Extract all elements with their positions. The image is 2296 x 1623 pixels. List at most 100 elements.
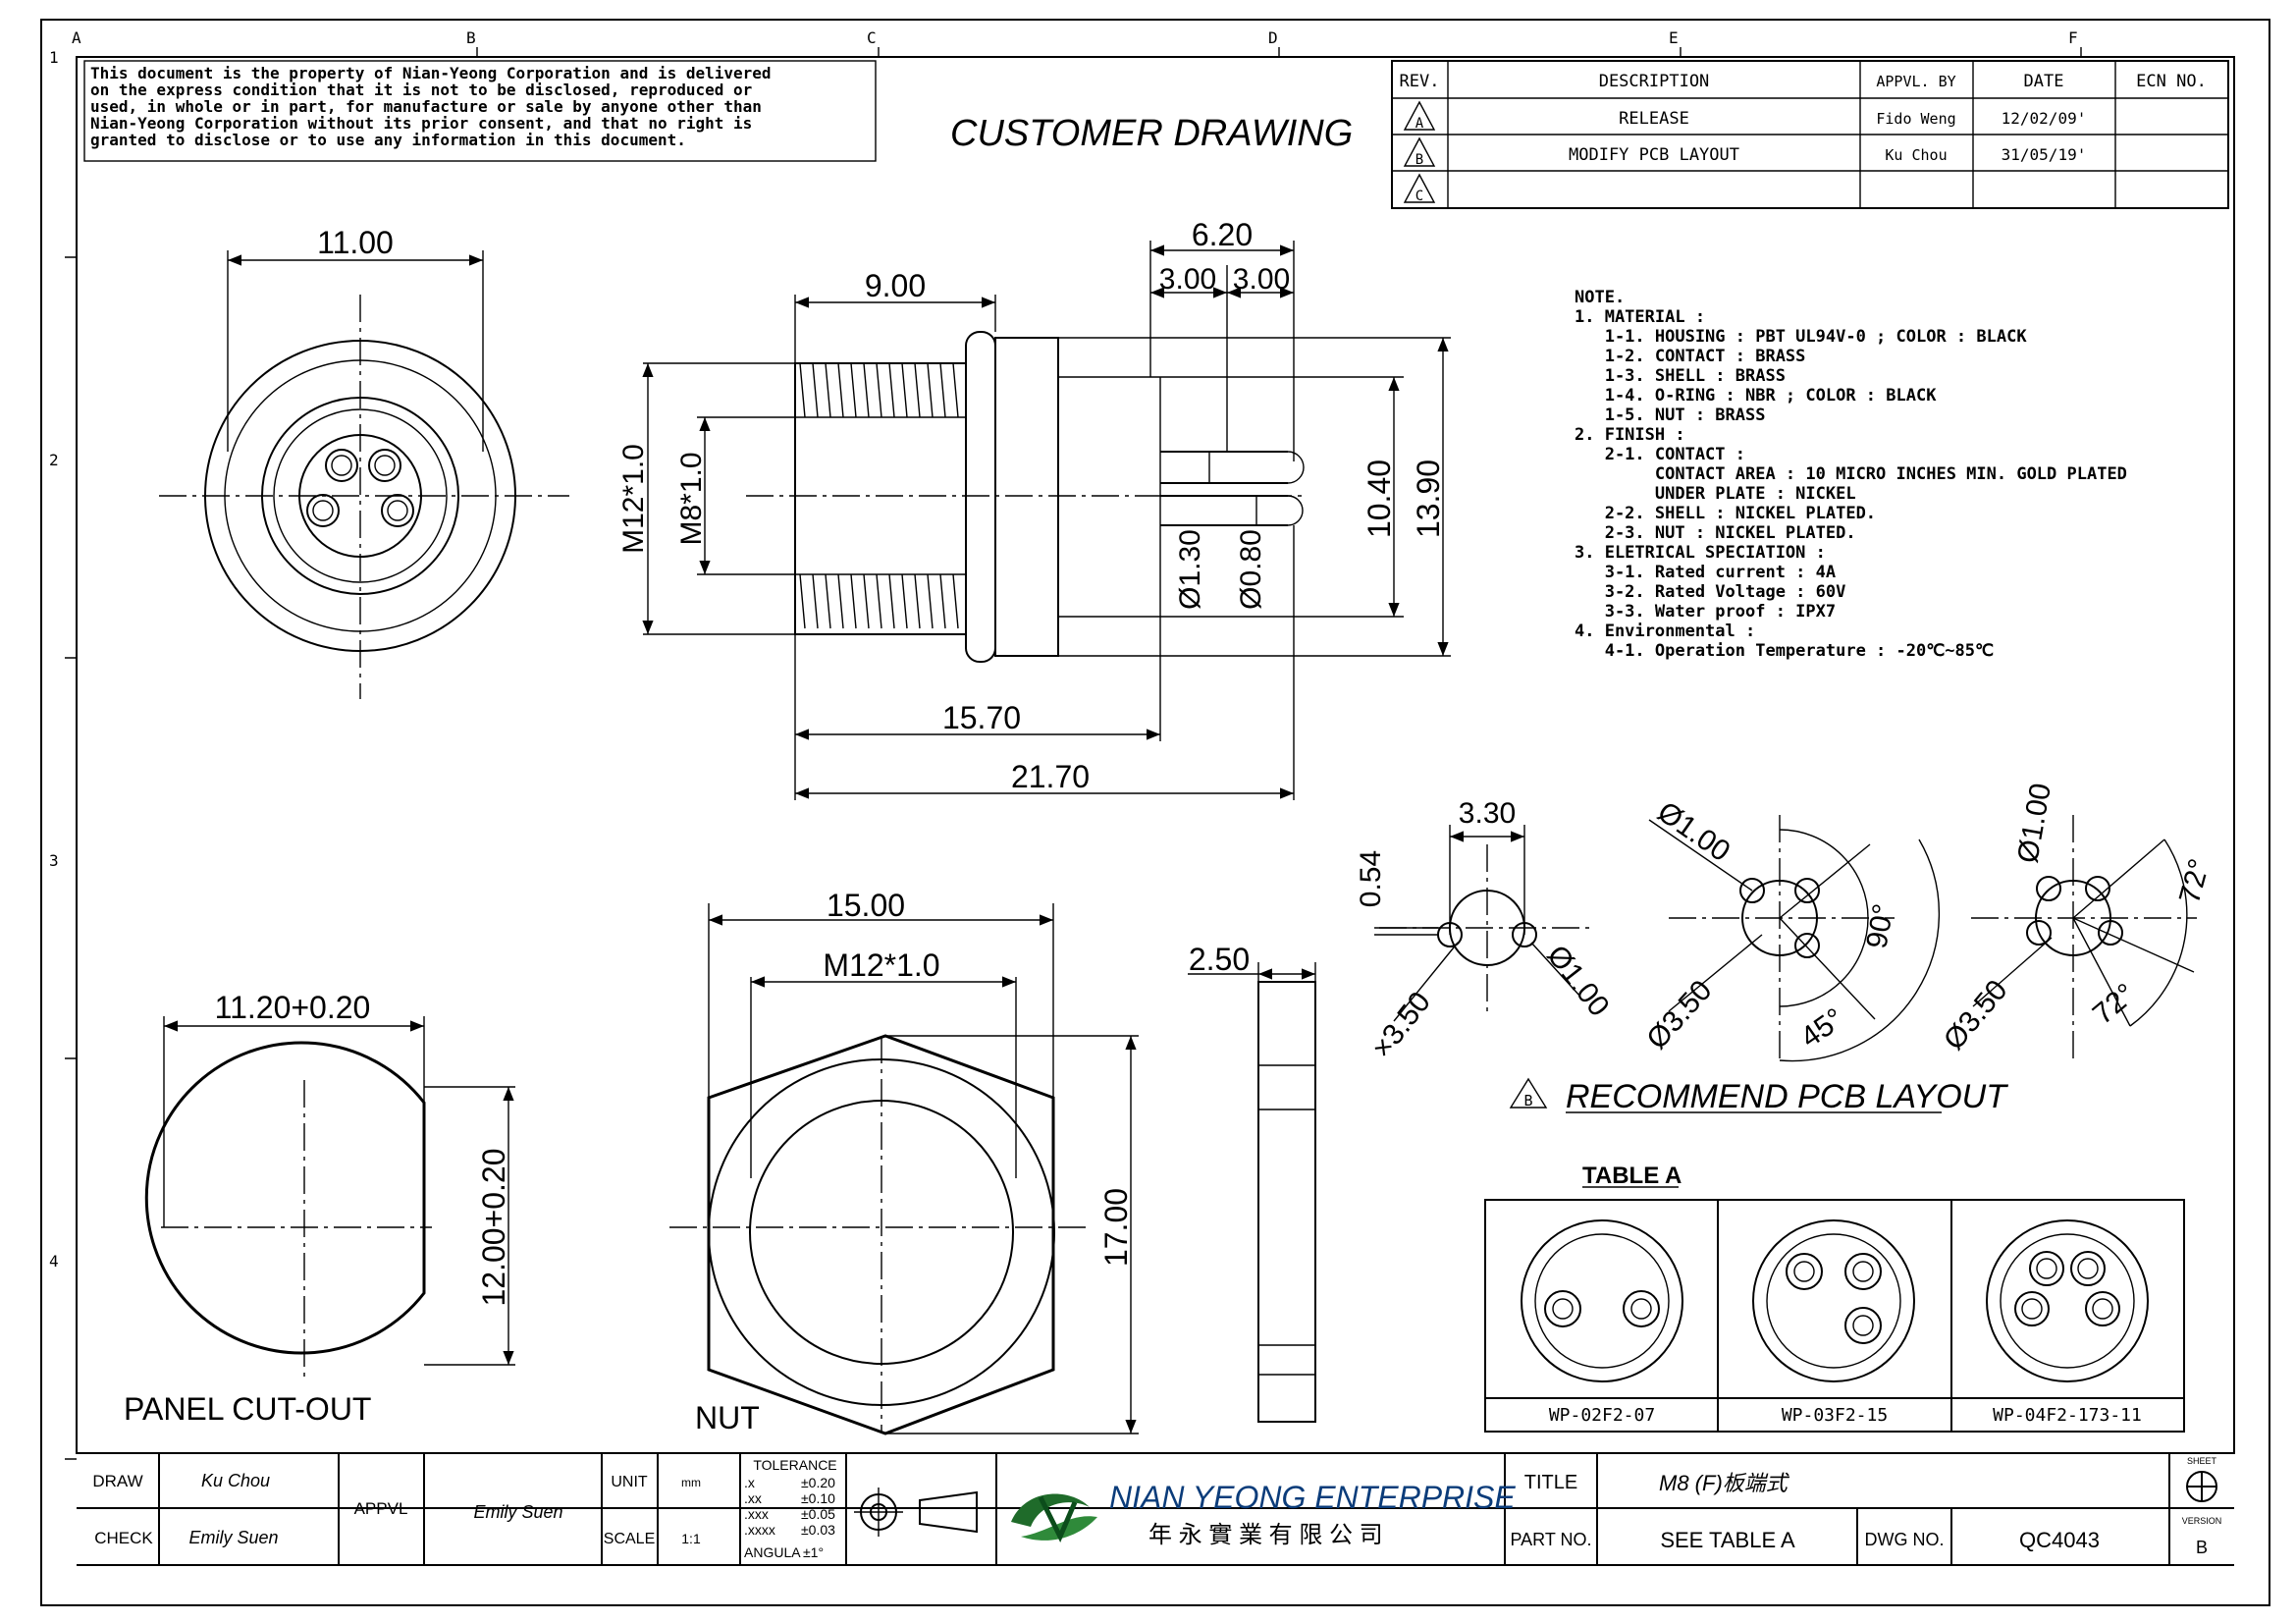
rev-row: B MODIFY PCB LAYOUT Ku Chou 31/05/19' bbox=[1403, 136, 2087, 168]
rev-header: REV. bbox=[1400, 72, 1440, 91]
tb-version: B bbox=[2196, 1538, 2208, 1557]
tb-tol-key: .xx bbox=[744, 1490, 762, 1506]
side-view: M12*1.0 M8*1.0 9.00 6.20 3.00 3.00 Ø1.30… bbox=[617, 217, 1451, 800]
tb-tol-title: TOLERANCE bbox=[753, 1457, 836, 1473]
pcb-layout-4pin: Ø1.00 72° 72° Ø3.50 bbox=[1938, 781, 2216, 1060]
pcb2-pcd: Ø3.50 bbox=[1640, 974, 1718, 1055]
table-a: TABLE A WP-02F2-07 WP-03F2-15 WP-04F2-17… bbox=[1484, 1163, 2185, 1433]
tb-tol-key: .xxx bbox=[744, 1506, 769, 1522]
outer-border bbox=[40, 19, 2270, 1606]
front-view: 11.00 bbox=[159, 225, 569, 699]
grid-row-label: 4 bbox=[49, 1252, 59, 1271]
pcb-title: B RECOMMEND PCB LAYOUT bbox=[1509, 1077, 2008, 1115]
tb-sheet-label: SHEET bbox=[2187, 1456, 2217, 1466]
tb-tol-val: ±1° bbox=[803, 1544, 824, 1560]
pcb1-pcd: ×3.50 bbox=[1365, 986, 1437, 1064]
grid-col-label: F bbox=[2068, 28, 2078, 47]
grid-col-label: A bbox=[72, 28, 81, 47]
sheet-symbol bbox=[2186, 1471, 2217, 1502]
rev-letter: A bbox=[1415, 116, 1424, 132]
dim-pin-a: 3.00 bbox=[1159, 263, 1216, 296]
dim-h1040: 10.40 bbox=[1362, 460, 1397, 538]
dim-nut-width: 15.00 bbox=[827, 888, 905, 923]
grid-row-label: 2 bbox=[49, 451, 59, 469]
pcb1-width: 3.30 bbox=[1459, 797, 1516, 830]
tb-tol-val: ±0.10 bbox=[801, 1490, 835, 1506]
rev-header: DATE bbox=[2024, 72, 2064, 91]
company-name: NIAN YEONG ENTERPRISE bbox=[1109, 1480, 1516, 1515]
notice-box bbox=[83, 60, 877, 162]
tb-tol-key: ANGULA bbox=[744, 1544, 801, 1560]
table-a-title: TABLE A bbox=[1582, 1163, 1682, 1189]
pcb-layout-2pin: 3.30 0.54 ×3.50 Ø1.00 bbox=[1355, 797, 1616, 1064]
tb-draw: Ku Chou bbox=[201, 1471, 270, 1490]
grid-markers: A B C D E F 1 2 3 4 bbox=[49, 28, 2082, 1460]
rev-letter: C bbox=[1415, 189, 1423, 204]
rev-header: DESCRIPTION bbox=[1599, 72, 1710, 91]
note-line: 1-1. HOUSING : PBT UL94V-0 ; COLOR : BLA… bbox=[1575, 327, 2027, 347]
rev-appvl: Ku Chou bbox=[1885, 146, 1947, 164]
note-line: NOTE. bbox=[1575, 288, 1625, 307]
company-logo bbox=[1011, 1493, 1097, 1542]
dim-pin-span: 6.20 bbox=[1192, 217, 1253, 252]
dim-m8: M8*1.0 bbox=[675, 452, 708, 545]
pcb-layout-title: RECOMMEND PCB LAYOUT bbox=[1566, 1078, 2008, 1115]
grid-col-label: C bbox=[867, 28, 877, 47]
note-line: 2-1. CONTACT : bbox=[1575, 445, 1745, 464]
rev-letter: B bbox=[1415, 152, 1423, 168]
note-line: 1-5. NUT : BRASS bbox=[1575, 406, 1765, 425]
note-line: 4. Environmental : bbox=[1575, 622, 1755, 641]
tb-title-label: TITLE bbox=[1524, 1472, 1577, 1493]
title-block: DRAW Ku Chou CHECK Emily Suen APPVL Emil… bbox=[77, 1453, 2234, 1566]
projection-symbol bbox=[854, 1488, 978, 1537]
notice-line: on the express condition that it is not … bbox=[90, 81, 752, 99]
rev-date: 31/05/19' bbox=[2002, 145, 2087, 164]
tb-appvl-label: APPVL bbox=[354, 1499, 408, 1518]
tb-dwg-label: DWG NO. bbox=[1865, 1530, 1945, 1549]
grid-col-label: E bbox=[1669, 28, 1679, 47]
notice-line: Nian-Yeong Corporation without its prior… bbox=[90, 114, 752, 133]
pcb2-hole: Ø1.00 bbox=[1652, 795, 1736, 868]
dim-len2170: 21.70 bbox=[1011, 759, 1090, 794]
pcb3-pcd: Ø3.50 bbox=[1938, 974, 2014, 1056]
dim-len1570: 15.70 bbox=[942, 700, 1021, 735]
tb-part: SEE TABLE A bbox=[1660, 1528, 1795, 1552]
note-line: 3-3. Water proof : IPX7 bbox=[1575, 602, 1836, 622]
notes: NOTE. 1. MATERIAL : 1-1. HOUSING : PBT U… bbox=[1575, 288, 2127, 661]
panel-cutout-label: PANEL CUT-OUT bbox=[124, 1391, 371, 1427]
note-line: 3-1. Rated current : 4A bbox=[1575, 563, 1836, 582]
rev-row: C bbox=[1403, 173, 1436, 204]
rev-header: APPVL. BY bbox=[1876, 73, 1955, 90]
dim-thread-len: 9.00 bbox=[865, 268, 926, 303]
tb-part-label: PART NO. bbox=[1510, 1530, 1591, 1549]
rev-row: A RELEASE Fido Weng 12/02/09' bbox=[1403, 100, 2086, 132]
drawing-title: CUSTOMER DRAWING bbox=[950, 113, 1353, 154]
nut-label: NUT bbox=[695, 1400, 760, 1435]
notice-line: granted to disclose or to use any inform… bbox=[90, 131, 686, 149]
note-line: 1. MATERIAL : bbox=[1575, 307, 1705, 327]
note-line: 2. FINISH : bbox=[1575, 425, 1685, 445]
tb-version-label: VERSION bbox=[2182, 1516, 2222, 1526]
panel-cutout-view: 11.20+0.20 12.00+0.20 PANEL CUT-OUT bbox=[124, 990, 515, 1427]
pcb-rev-letter: B bbox=[1523, 1092, 1532, 1109]
pcb-layout-3pin: Ø1.00 90° 45° Ø3.50 bbox=[1640, 795, 1941, 1062]
dim-d130: Ø1.30 bbox=[1174, 529, 1206, 610]
dim-pin-b: 3.00 bbox=[1233, 263, 1290, 296]
tb-tol-key: .x bbox=[744, 1475, 755, 1490]
tb-scale-label: SCALE bbox=[604, 1531, 655, 1547]
tb-draw-label: DRAW bbox=[92, 1472, 142, 1490]
note-line: 1-2. CONTACT : BRASS bbox=[1575, 347, 1805, 366]
notice-line: used, in whole or in part, for manufactu… bbox=[90, 97, 762, 116]
pcb1-offset: 0.54 bbox=[1355, 850, 1387, 907]
note-line: 2-3. NUT : NICKEL PLATED. bbox=[1575, 523, 1856, 543]
rev-header: ECN NO. bbox=[2136, 72, 2207, 91]
nut-side-view: 2.50 bbox=[1188, 942, 1316, 1423]
tb-tol-key: .xxxx bbox=[744, 1522, 775, 1538]
note-line: 2-2. SHELL : NICKEL PLATED. bbox=[1575, 504, 1876, 523]
grid-row-label: 3 bbox=[49, 851, 59, 870]
nut-view: 15.00 M12*1.0 17.00 NUT bbox=[669, 888, 1139, 1435]
inner-border bbox=[76, 56, 2235, 1454]
tb-check: Emily Suen bbox=[188, 1528, 278, 1547]
table-a-part: WP-04F2-173-11 bbox=[1993, 1405, 2142, 1426]
